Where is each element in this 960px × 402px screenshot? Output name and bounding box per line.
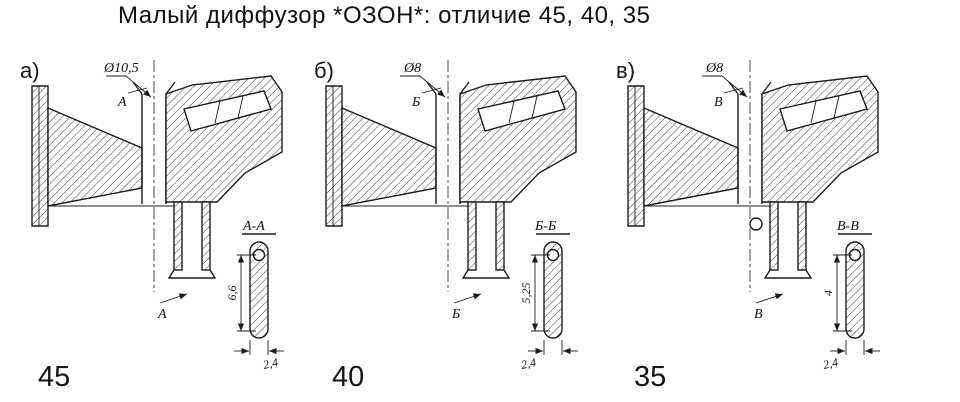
- panel-label: б): [314, 58, 334, 83]
- section-view-label: В-В: [837, 219, 859, 234]
- section-view-label: Б-Б: [534, 219, 556, 234]
- technical-drawing-v: Ø8 В В В-В 4 2,4: [610, 56, 910, 372]
- cut-plane-letter-top: А: [117, 95, 127, 110]
- slot-width-dimension: 2,4: [262, 355, 280, 372]
- technical-drawing-b: Ø8 Б Б Б-Б 5,25 2,4: [308, 56, 608, 372]
- variant-number: 35: [634, 361, 667, 393]
- variant-panel-v: в) Ø8 В В В-В 4 2,4 35: [610, 56, 910, 396]
- panel-label: в): [616, 58, 636, 83]
- cut-plane-letter-bottom: В: [754, 307, 763, 322]
- cut-plane-letter-bottom: А: [157, 307, 167, 322]
- panel-label: а): [20, 58, 40, 83]
- diameter-dimension: Ø10,5: [103, 61, 139, 76]
- drawing-title: Малый диффузор *ОЗОН*: отличие 45, 40, 3…: [118, 2, 651, 29]
- variant-panel-b: б) Ø8 Б Б Б-Б 5,25 2,4 40: [308, 56, 608, 396]
- slot-length-dimension: 6,6: [225, 286, 239, 301]
- slot-length-dimension: 4: [821, 290, 835, 296]
- cut-plane-letter-top: Б: [411, 95, 420, 110]
- slot-width-dimension: 2,4: [822, 355, 840, 372]
- pilot-hole: [749, 217, 763, 231]
- section-view-label: А-А: [242, 219, 265, 234]
- variant-panel-a: а) Ø10,5 А А А-А 6,6 2,4 45: [14, 56, 314, 396]
- diameter-dimension: Ø8: [403, 61, 421, 76]
- slot-length-dimension: 5,25: [519, 283, 533, 304]
- cut-plane-letter-top: В: [714, 95, 723, 110]
- slot-width-dimension: 2,4: [520, 355, 538, 372]
- variant-number: 45: [38, 361, 71, 393]
- variant-number: 40: [332, 361, 365, 393]
- cut-plane-letter-bottom: Б: [451, 307, 460, 322]
- technical-drawing-a: Ø10,5 А А А-А 6,6 2,4: [14, 56, 314, 372]
- diameter-dimension: Ø8: [705, 61, 723, 76]
